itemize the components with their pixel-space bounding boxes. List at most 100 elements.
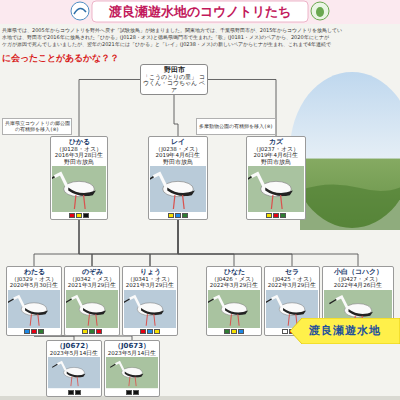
family-line bbox=[34, 220, 79, 266]
photo-ground bbox=[248, 166, 304, 212]
stork-beak bbox=[150, 177, 153, 182]
node-detail: （J0426・メス） bbox=[211, 276, 257, 282]
leg-rings bbox=[69, 213, 89, 218]
stork-card: （J0673）2023年5月14日生 bbox=[104, 340, 160, 397]
stork-wing bbox=[348, 309, 372, 317]
ring-color bbox=[231, 329, 237, 334]
stork-card: （J0672）2023年5月14日生 bbox=[46, 340, 102, 397]
stork-neck bbox=[251, 174, 263, 186]
ring-color bbox=[140, 329, 146, 334]
node-detail: 2023年5月14日生 bbox=[108, 350, 157, 356]
stork-photo bbox=[124, 290, 176, 328]
ring-color bbox=[83, 213, 89, 218]
node-heading: セラ bbox=[285, 268, 299, 276]
leg-rings bbox=[140, 329, 160, 334]
node-detail: （J0238・メス） bbox=[155, 146, 201, 152]
family-line bbox=[178, 220, 292, 266]
leg-rings bbox=[68, 390, 81, 395]
stork-beak bbox=[266, 299, 272, 303]
stork-beak bbox=[329, 299, 336, 303]
photo-ground bbox=[150, 166, 206, 212]
band-fill bbox=[290, 318, 400, 344]
node-detail: （J0427・メス） bbox=[335, 276, 381, 282]
ring-color bbox=[238, 329, 244, 334]
leg-rings bbox=[168, 213, 188, 218]
stork-wing bbox=[167, 187, 195, 196]
title-frame bbox=[92, 1, 308, 22]
footer-strip bbox=[0, 396, 400, 400]
node-detail: 2022年3月29日生 bbox=[210, 282, 259, 288]
photo-ground bbox=[66, 290, 118, 328]
intro-text: ケガが原因で死んでしまいましたが、翌年の2021年には「ひかる」と「レイ」(J0… bbox=[2, 41, 398, 47]
stork-neck bbox=[336, 296, 347, 307]
node-detail: 2022年3月29日生 bbox=[268, 282, 317, 288]
leg-rings bbox=[126, 390, 139, 395]
stork-legs bbox=[74, 195, 85, 209]
node-detail: 「こうのとりの里」 コウくん・コウちゃん ペア bbox=[142, 74, 206, 93]
logo-right bbox=[311, 2, 329, 20]
node-heading: 小白（コハク） bbox=[334, 268, 383, 276]
stork-wing bbox=[25, 308, 48, 315]
stork-photo bbox=[208, 290, 260, 328]
family-line bbox=[79, 79, 140, 136]
stork-legs bbox=[146, 314, 155, 325]
stork-legs bbox=[88, 314, 97, 325]
node-heading: 渡良瀬遊水地 bbox=[309, 325, 381, 338]
photo-ground bbox=[48, 357, 100, 388]
stork-beak bbox=[66, 299, 72, 303]
node-heading: 野田市 bbox=[164, 66, 185, 74]
stork-legs bbox=[129, 377, 136, 386]
family-line bbox=[150, 220, 178, 266]
stork-beak bbox=[8, 299, 14, 303]
grass bbox=[300, 182, 400, 230]
node-heading: 多摩動物公園の有精卵を移入(※) bbox=[199, 124, 272, 130]
stork-neck bbox=[54, 174, 66, 186]
stork-card: レイ（J0238・メス）2019年4月6日生野田市放鳥 bbox=[148, 136, 208, 220]
node-detail: 2016年3月28日生 bbox=[55, 152, 104, 158]
stork-legs bbox=[288, 314, 297, 325]
leg-rings bbox=[266, 213, 286, 218]
family-line bbox=[79, 220, 92, 266]
photo-ground bbox=[8, 290, 60, 328]
stork-legs bbox=[173, 195, 184, 209]
node-heading: わたる bbox=[24, 268, 45, 276]
node-detail: （J0128・オス） bbox=[56, 146, 102, 152]
stork-wing bbox=[225, 308, 248, 315]
leg-rings bbox=[224, 329, 244, 334]
node-detail: 2021年3月29日生 bbox=[68, 282, 117, 288]
ring-color bbox=[133, 390, 139, 395]
ring-color bbox=[175, 213, 181, 218]
logo-left bbox=[71, 2, 89, 20]
stork-neck bbox=[14, 296, 24, 306]
ring-color bbox=[282, 329, 288, 334]
node-detail: 野田市放鳥 bbox=[64, 159, 94, 165]
stork-photo bbox=[66, 290, 118, 328]
stork-neck bbox=[214, 296, 224, 306]
stork-card: ひかる（J0128・オス）2016年3月28日生野田市放鳥 bbox=[50, 136, 108, 220]
stork-beak bbox=[124, 299, 130, 303]
node-heading: カズ bbox=[269, 138, 283, 146]
node-detail: （J0342・メス） bbox=[69, 276, 115, 282]
stork-legs bbox=[71, 377, 78, 386]
ring-color bbox=[31, 329, 37, 334]
ring-color bbox=[38, 329, 44, 334]
stork-photo bbox=[48, 357, 100, 388]
ring-color bbox=[224, 329, 230, 334]
origin-note: 多摩動物公園の有精卵を移入(※) bbox=[196, 118, 276, 135]
ring-color bbox=[154, 329, 160, 334]
logo-left-mark bbox=[74, 8, 86, 14]
node-heading: のぞみ bbox=[82, 268, 103, 276]
node-detail: 2019年4月6日生 bbox=[254, 152, 299, 158]
stork-legs bbox=[30, 314, 39, 325]
stork-card: りょう（J0341・オス）2021年3月29日生 bbox=[122, 266, 178, 336]
stork-card: カズ（J0237・オス）2019年4月6日生野田市放鳥 bbox=[246, 136, 306, 220]
stork-neck bbox=[272, 296, 282, 306]
stork-beak bbox=[208, 299, 214, 303]
leg-rings bbox=[24, 329, 44, 334]
stork-wing bbox=[68, 187, 96, 196]
stork-card: わたる（J0329・オス）2020年5月30日生 bbox=[6, 266, 62, 336]
stork-neck bbox=[153, 174, 165, 186]
ring-color bbox=[266, 213, 272, 218]
family-line bbox=[178, 220, 358, 266]
